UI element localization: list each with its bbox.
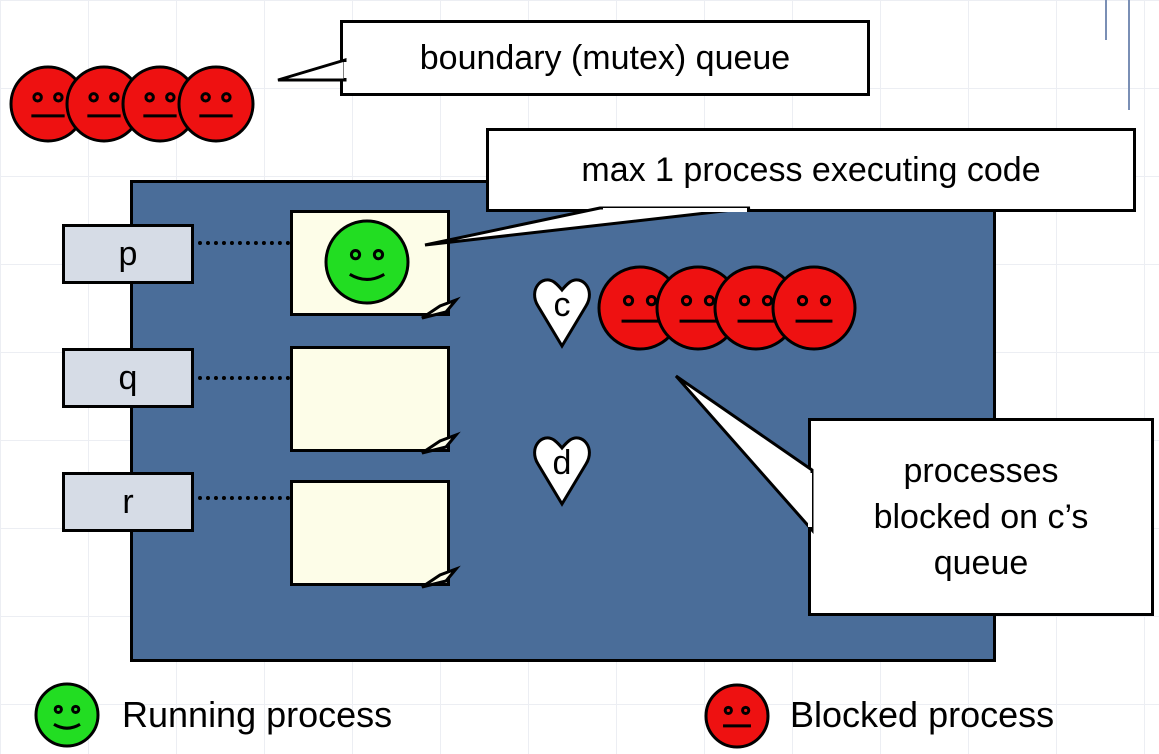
blocked-process-face bbox=[597, 265, 683, 351]
procedure-label-p: p bbox=[62, 224, 194, 284]
condition-heart-c bbox=[533, 278, 591, 349]
condition-label-d: d bbox=[552, 444, 572, 482]
callout-tail bbox=[424, 206, 751, 247]
blocked-process-face bbox=[9, 65, 87, 143]
legend-running-label: Running process bbox=[122, 694, 393, 735]
blocked-process-face bbox=[177, 65, 255, 143]
blocked-process-face bbox=[121, 65, 199, 143]
procedure-connector bbox=[198, 376, 290, 380]
decor-line bbox=[1128, 0, 1130, 110]
callout-tail bbox=[277, 57, 347, 82]
procedure-connector bbox=[198, 241, 290, 245]
blocked-process-face bbox=[65, 65, 143, 143]
procedure-name: r bbox=[122, 482, 134, 521]
callout-blocked-on-c: processes blocked on c’s queue bbox=[808, 418, 1154, 616]
legend-blocked-label: Blocked process bbox=[790, 694, 1055, 735]
callout-text-line: blocked on c’s bbox=[873, 498, 1089, 536]
callout-boundary-queue: boundary (mutex) queue bbox=[340, 20, 870, 96]
procedure-label-q: q bbox=[62, 348, 194, 408]
procedure-code-box-q bbox=[290, 346, 450, 452]
procedure-name: q bbox=[118, 358, 138, 397]
condition-heart-d bbox=[533, 436, 591, 507]
procedure-connector bbox=[198, 496, 290, 500]
callout-text-line: queue bbox=[933, 544, 1029, 582]
running-process-face bbox=[324, 219, 410, 305]
legend-running-face bbox=[34, 682, 100, 748]
callout-text: max 1 process executing code bbox=[581, 150, 1041, 189]
callout-tail bbox=[674, 374, 814, 534]
callout-max-one-process: max 1 process executing code bbox=[486, 128, 1136, 212]
page-fold-corner bbox=[421, 296, 461, 589]
blocked-process-face bbox=[771, 265, 857, 351]
callout-text: boundary (mutex) queue bbox=[419, 38, 791, 77]
callout-text-line: processes bbox=[903, 452, 1059, 490]
decor-line bbox=[1105, 0, 1107, 40]
condition-label-c: c bbox=[553, 286, 571, 324]
procedure-name: p bbox=[118, 234, 138, 273]
procedure-label-r: r bbox=[62, 472, 194, 532]
procedure-code-box-r bbox=[290, 480, 450, 586]
legend-blocked-face bbox=[704, 683, 770, 749]
